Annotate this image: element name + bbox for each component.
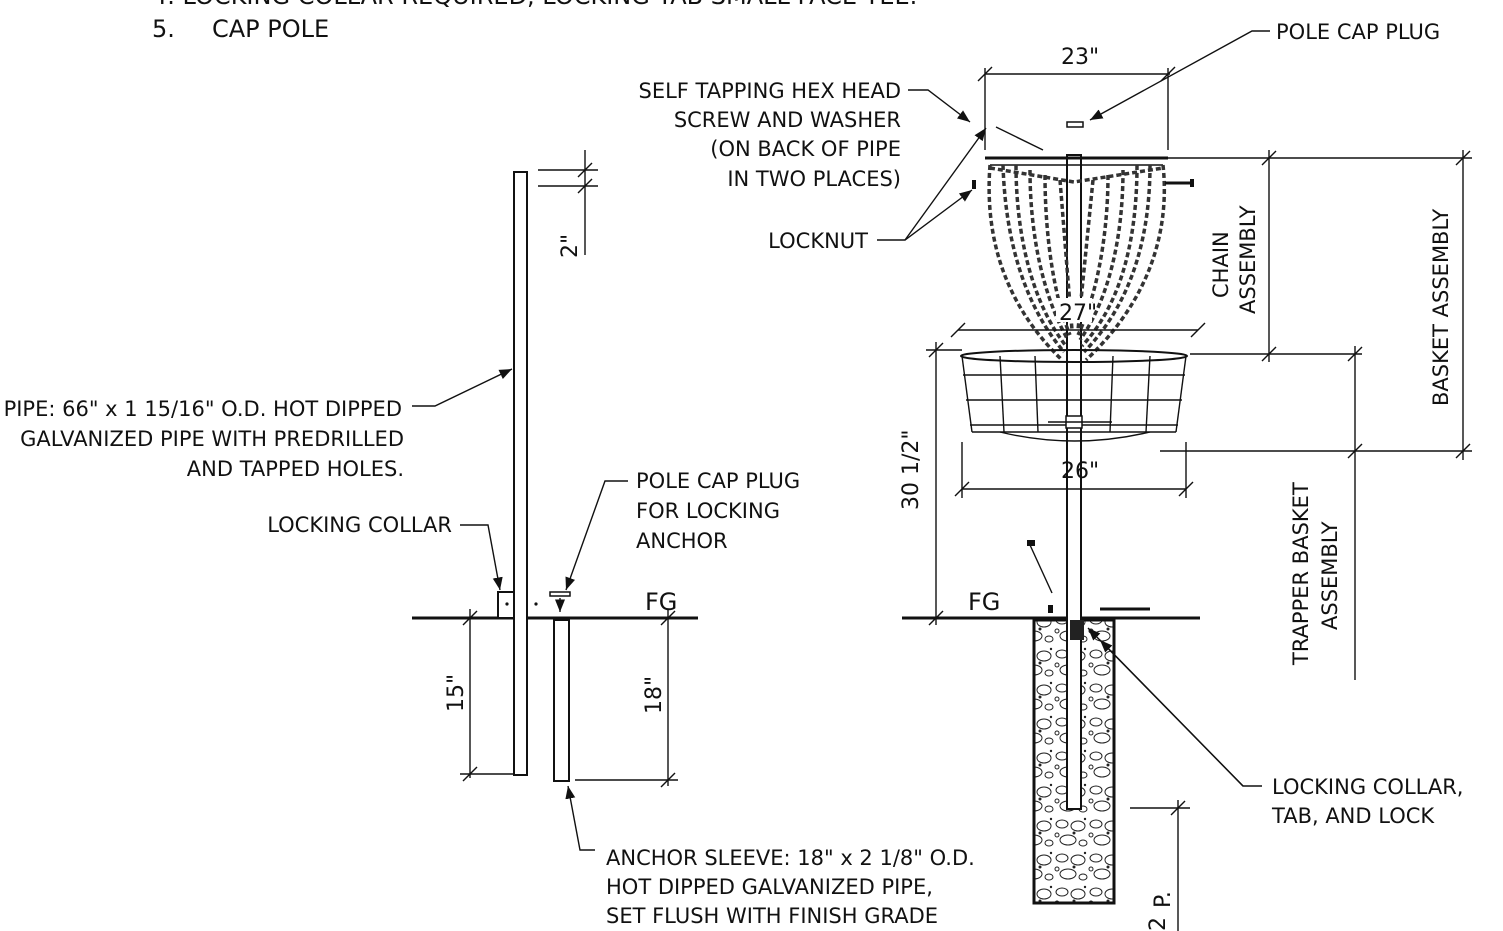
locking-collar-tab-line-2: TAB, AND LOCK (1271, 804, 1435, 828)
pipe-label-line-3: AND TAPPED HOLES. (187, 457, 404, 481)
pole-cap-plug-anchor-line-3: ANCHOR (636, 529, 728, 553)
note-item-4: 4. LOCKING COLLAR REQUIRED, LOCKING TAB … (152, 0, 917, 10)
screw-label-line-3: (ON BACK OF PIPE (710, 137, 901, 161)
dim-23in: 23" (1061, 45, 1099, 70)
dim-27in: 27" (1059, 301, 1097, 326)
chain-assembly-line-1: CHAIN (1209, 231, 1233, 298)
locking-collar-right (1070, 620, 1084, 640)
dim-18in: 18" (642, 676, 667, 714)
dim-2in: 2" (558, 234, 583, 258)
trapper-basket-line-2: ASSEMBLY (1318, 521, 1342, 630)
footing-dim-text: P. (1151, 891, 1176, 908)
pole-cap-plug-anchor (549, 591, 571, 597)
locknut-label: LOCKNUT (768, 229, 868, 253)
pipe (513, 171, 528, 776)
pole-cap-plug-label: POLE CAP PLUG (1276, 20, 1440, 44)
pipe-label-line-2: GALVANIZED PIPE WITH PREDRILLED (20, 427, 404, 451)
locking-collar-label: LOCKING COLLAR (267, 513, 452, 537)
dim-15in: 15" (444, 674, 469, 712)
dim-30-half-in: 30 1/2" (899, 429, 924, 510)
chain-assembly-line-2: ASSEMBLY (1236, 205, 1260, 314)
note-item-5-number: 5. (152, 15, 175, 43)
screw-label-line-1: SELF TAPPING HEX HEAD (638, 79, 901, 103)
trapper-basket-line-1: TRAPPER BASKET (1289, 482, 1313, 666)
chain-assembly (987, 164, 1167, 362)
pole-cap-plug-anchor-line-2: FOR LOCKING (636, 499, 780, 523)
note-item-5-text: CAP POLE (212, 15, 329, 43)
right-detail: FG (638, 20, 1472, 931)
anchor-sleeve-line-2: HOT DIPPED GALVANIZED PIPE, (606, 875, 933, 899)
anchor-sleeve (553, 619, 570, 782)
left-detail: FG 2" 15" 18" PIPE: 66" x 1 15/16" O.D. (4, 150, 975, 928)
screw-label-line-2: SCREW AND WASHER (674, 108, 901, 132)
screw-label-line-4: IN TWO PLACES) (727, 167, 901, 191)
fg-label-right: FG (968, 588, 1000, 616)
anchor-sleeve-line-3: SET FLUSH WITH FINISH GRADE (606, 904, 938, 928)
footing-dim-number: 2 (1146, 917, 1171, 931)
pole-cap-plug-anchor-line-1: POLE CAP PLUG (636, 469, 800, 493)
basket (960, 349, 1188, 442)
dim-26in: 26" (1061, 459, 1099, 484)
locking-collar-tab-line-1: LOCKING COLLAR, (1272, 775, 1463, 799)
pipe-label-line-1: PIPE: 66" x 1 15/16" O.D. HOT DIPPED (4, 397, 402, 421)
basket-assembly-label: BASKET ASSEMBLY (1429, 209, 1453, 406)
fg-label-left: FG (645, 588, 677, 616)
anchor-sleeve-line-1: ANCHOR SLEEVE: 18" x 2 1/8" O.D. (606, 846, 975, 870)
pole-cap-plug (1066, 121, 1084, 128)
